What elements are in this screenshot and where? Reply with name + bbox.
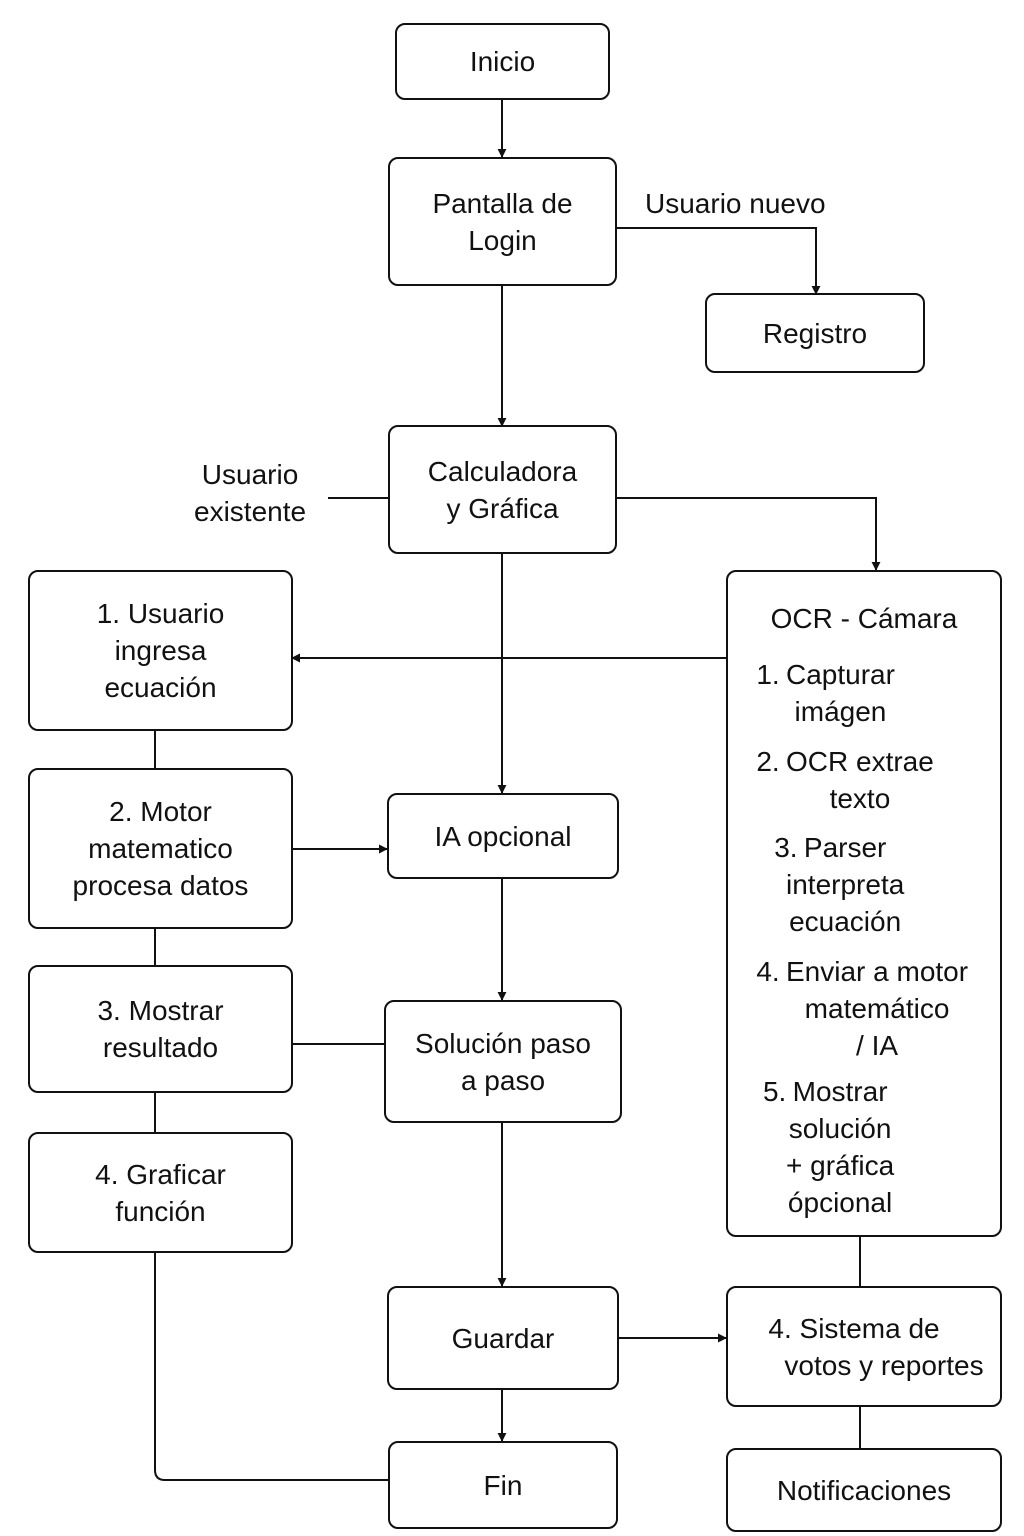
node-solucion: Solución paso a paso <box>384 1000 622 1123</box>
ocr-step-3-line-1: Parser <box>803 832 887 863</box>
ocr-step-4: 4.Enviar a motor matemático / IA <box>750 953 968 1064</box>
node-solucion-text-1: Solución paso <box>415 1027 591 1059</box>
label-usuario-existente: Usuario existente <box>194 456 306 530</box>
node-calculadora-text-1: Calculadora <box>427 455 578 487</box>
node-step1-text-3: ecuación <box>104 672 217 703</box>
node-step1-ingresa: 1. Usuario ingresa ecuación <box>28 570 293 731</box>
arrow-login-registro <box>616 227 821 295</box>
node-step2-text-3: procesa datos <box>72 870 249 901</box>
node-calculadora-text-2: y Gráfica <box>446 492 559 524</box>
node-registro: Registro <box>705 293 925 373</box>
node-registro-text: Registro <box>762 317 868 349</box>
node-step2-text-2: matematico <box>88 833 233 864</box>
node-step3-text-2: resultado <box>102 1032 219 1063</box>
label-usuario-nuevo: Usuario nuevo <box>645 185 826 222</box>
node-ia-text: IA opcional <box>434 820 572 852</box>
node-solucion-text-2: a paso <box>460 1064 546 1096</box>
ocr-step-4-line-2: matemático <box>804 993 950 1024</box>
ocr-step-2-num: 2. <box>756 746 780 777</box>
node-guardar-text: Guardar <box>451 1322 555 1354</box>
ocr-title: OCR - Cámara <box>770 603 958 634</box>
ocr-step-5-num: 5. <box>762 1076 787 1107</box>
node-fin: Fin <box>388 1441 618 1529</box>
ocr-step-4-line-3: / IA <box>856 1030 899 1061</box>
ocr-step-3-line-3: ecuación <box>789 906 902 937</box>
node-login: Pantalla de Login <box>388 157 617 286</box>
ocr-step-4-num: 4. <box>756 956 780 987</box>
node-step3-text-1: 3. Mostrar <box>97 995 224 1026</box>
node-notificaciones-text: Notificaciones <box>776 1474 952 1506</box>
ocr-step-3-line-2: interpreta <box>786 869 905 900</box>
node-inicio: Inicio <box>395 23 610 100</box>
ocr-step-3: 3.Parser interpreta ecuación <box>750 829 904 940</box>
node-inicio-text: Inicio <box>469 46 536 77</box>
node-guardar: Guardar <box>387 1286 619 1390</box>
label-usuario-nuevo-text: Usuario nuevo <box>645 188 826 219</box>
ocr-step-1-line-2: imágen <box>794 696 887 727</box>
arrow-calc-ocr <box>616 497 881 571</box>
label-usuario-existente-text-1: Usuario <box>201 459 299 490</box>
node-fin-text: Fin <box>483 1469 523 1501</box>
ocr-step-1-line-1: Capturar <box>786 659 895 690</box>
ocr-step-2-line-1: OCR extrae <box>786 746 934 777</box>
ocr-step-2: 2.OCR extrae texto <box>750 743 934 817</box>
ocr-step-5-line-3: + gráfica <box>786 1150 895 1181</box>
node-step3-mostrar: 3. Mostrar resultado <box>28 965 293 1093</box>
ocr-step-2-line-2: texto <box>829 783 891 814</box>
ocr-step-4-line-1: Enviar a motor <box>786 956 969 987</box>
line-step4-fin <box>154 1253 389 1481</box>
label-usuario-existente-text-2: existente <box>194 496 307 527</box>
node-votos-reportes: 4. Sistema de votos y reportes <box>726 1286 1002 1407</box>
node-ia-opcional: IA opcional <box>387 793 619 879</box>
node-ocr-camara: OCR - Cámara 1.Capturar imágen 2.OCR ext… <box>726 570 1002 1237</box>
node-votos-text-1: 4. Sistema de <box>768 1312 940 1344</box>
ocr-step-5-line-4: ópcional <box>787 1187 893 1218</box>
ocr-step-1-num: 1. <box>756 659 780 690</box>
ocr-step-1: 1.Capturar imágen <box>750 656 895 730</box>
node-step2-motor: 2. Motor matematico procesa datos <box>28 768 293 929</box>
node-login-text-2: Login <box>468 224 537 256</box>
ocr-step-3-num: 3. <box>774 832 798 863</box>
node-step1-text-2: ingresa <box>114 635 207 666</box>
ocr-step-5-line-1: Mostrar <box>792 1076 888 1107</box>
node-notificaciones: Notificaciones <box>726 1448 1002 1532</box>
node-votos-text-2: votos y reportes <box>784 1349 984 1381</box>
ocr-step-5: 5.Mostrar solución + gráfica ópcional <box>750 1073 894 1221</box>
node-step1-text-1: 1. Usuario <box>96 598 225 629</box>
node-calculadora: Calculadora y Gráfica <box>388 425 617 554</box>
node-step4-text-2: función <box>115 1195 206 1227</box>
node-step4-text-1: 4. Graficar <box>95 1158 226 1190</box>
node-step2-text-1: 2. Motor <box>109 796 212 827</box>
ocr-step-5-line-2: solución <box>788 1113 892 1144</box>
node-step4-graficar: 4. Graficar función <box>28 1132 293 1253</box>
node-login-text-1: Pantalla de <box>432 187 573 219</box>
